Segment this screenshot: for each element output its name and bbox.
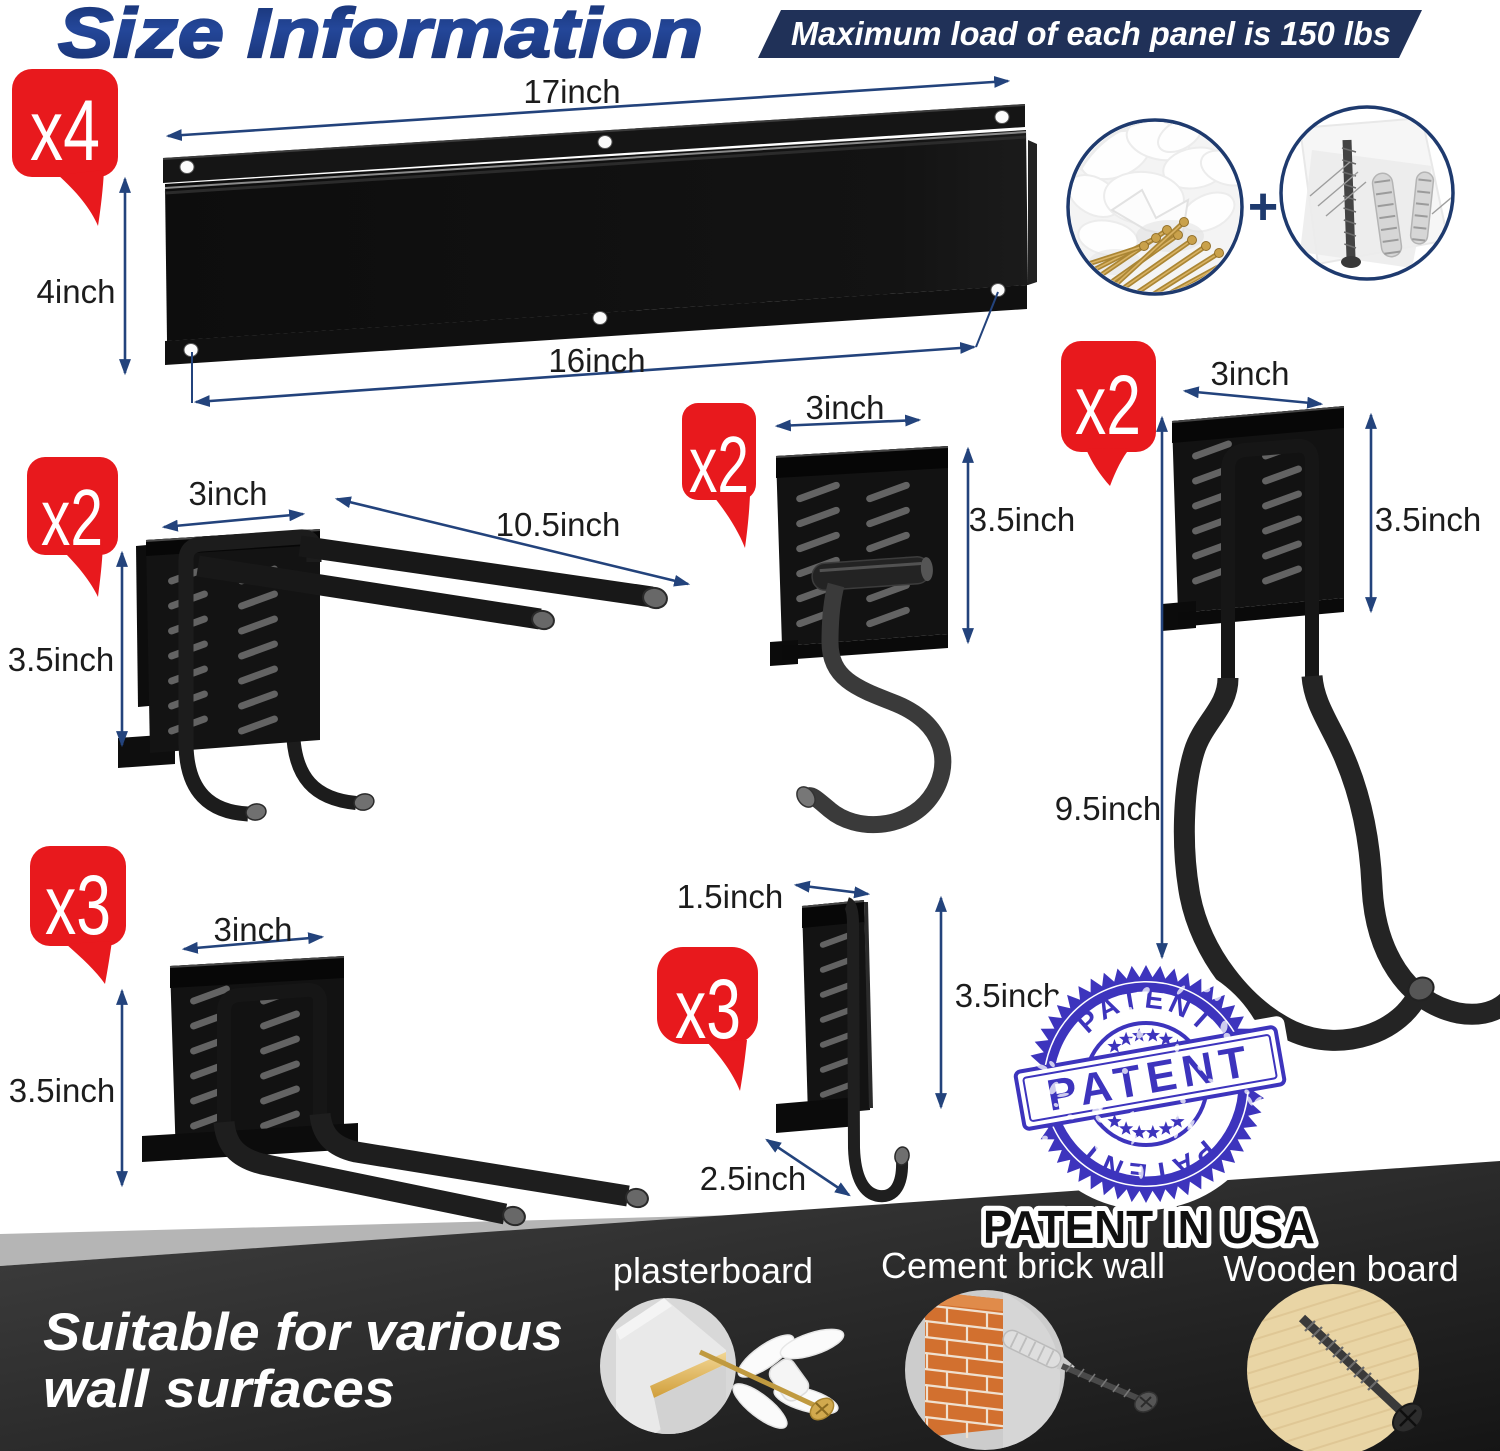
svg-text:2.5inch: 2.5inch [700,1160,806,1197]
svg-text:3inch: 3inch [806,389,885,426]
svg-text:9.5inch: 9.5inch [1055,790,1161,827]
svg-text:3.5inch: 3.5inch [9,1072,115,1109]
svg-text:x3: x3 [45,858,111,952]
svg-text:3inch: 3inch [189,475,268,512]
svg-text:3.5inch: 3.5inch [955,977,1061,1014]
svg-text:4inch: 4inch [37,273,116,310]
svg-text:Cement brick wall: Cement brick wall [881,1245,1165,1286]
svg-text:Wooden board: Wooden board [1223,1248,1459,1289]
svg-text:x2: x2 [1075,358,1141,452]
svg-text:3inch: 3inch [214,911,293,948]
svg-text:plasterboard: plasterboard [613,1250,813,1291]
svg-text:3.5inch: 3.5inch [969,501,1075,538]
svg-text:x4: x4 [30,83,100,179]
svg-text:3.5inch: 3.5inch [1375,501,1481,538]
svg-text:Suitable for various: Suitable for various [43,1303,563,1362]
svg-text:1.5inch: 1.5inch [677,878,783,915]
svg-text:17inch: 17inch [523,73,620,110]
svg-text:3.5inch: 3.5inch [8,641,114,678]
svg-text:16inch: 16inch [548,342,645,379]
svg-text:wall surfaces: wall surfaces [43,1360,395,1419]
svg-text:x2: x2 [41,473,103,562]
svg-text:PATENT IN USA: PATENT IN USA [983,1201,1315,1253]
svg-text:3inch: 3inch [1211,355,1290,392]
svg-text:10.5inch: 10.5inch [496,506,621,543]
svg-text:x2: x2 [689,420,749,509]
svg-text:Size Information: Size Information [58,0,703,72]
svg-text:+: + [1248,178,1278,236]
svg-text:Maximum load of each panel is: Maximum load of each panel is 150 lbs [791,15,1391,52]
svg-text:x3: x3 [675,962,741,1056]
